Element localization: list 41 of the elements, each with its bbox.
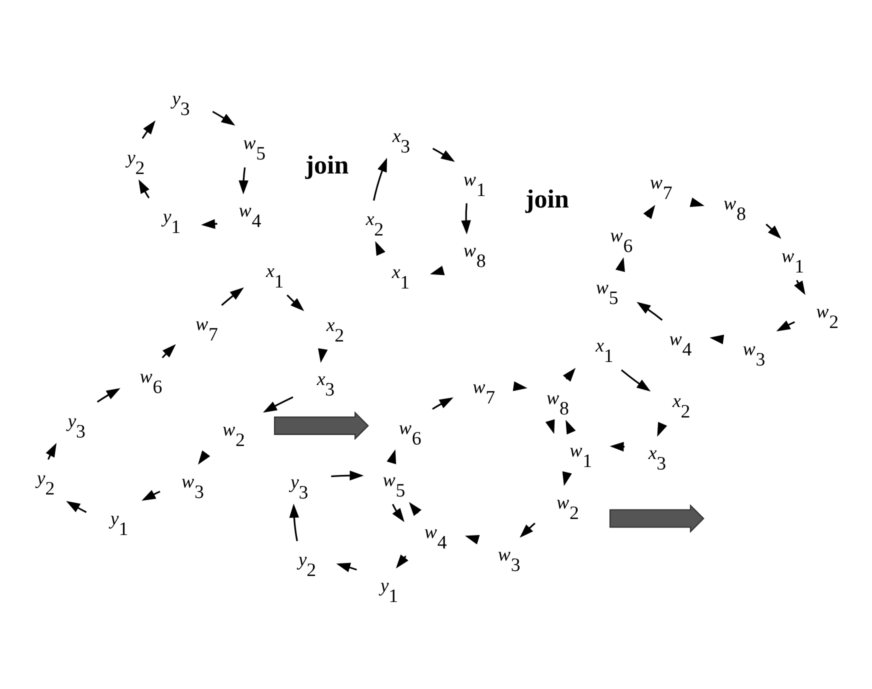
arrow	[286, 294, 304, 312]
arrow	[545, 419, 555, 434]
arrow	[386, 449, 396, 464]
arrow	[46, 442, 57, 460]
arrow	[776, 320, 796, 332]
arrow	[66, 500, 87, 513]
arrow	[432, 397, 454, 410]
arrow	[96, 388, 120, 403]
arrow	[615, 257, 625, 272]
arrow	[238, 167, 248, 194]
arrow	[690, 198, 705, 207]
arrow	[562, 471, 572, 486]
arrow	[372, 158, 388, 201]
label: join	[305, 150, 349, 180]
node-arrow	[609, 504, 704, 533]
arrow	[392, 504, 404, 522]
arrow	[212, 110, 236, 126]
arrow	[221, 287, 244, 306]
arrow	[657, 422, 668, 437]
arrow	[336, 562, 357, 572]
arrow	[289, 504, 300, 542]
arrow	[430, 266, 445, 276]
arrow	[461, 203, 471, 234]
arrow	[520, 522, 536, 538]
arrow	[512, 381, 528, 392]
arrow	[794, 280, 806, 296]
arrow	[408, 502, 422, 516]
label: join	[526, 184, 569, 214]
arrow	[331, 470, 364, 480]
arrow	[198, 450, 210, 465]
arrow	[636, 302, 663, 321]
arrow	[710, 334, 724, 344]
arrow	[162, 344, 176, 358]
arrow	[620, 369, 651, 392]
arrow	[142, 120, 156, 139]
arrow	[262, 396, 294, 413]
arrow	[566, 420, 576, 435]
arrow	[464, 535, 480, 544]
node-arrow	[274, 411, 369, 440]
arrow	[138, 179, 150, 198]
arrow	[432, 148, 455, 162]
